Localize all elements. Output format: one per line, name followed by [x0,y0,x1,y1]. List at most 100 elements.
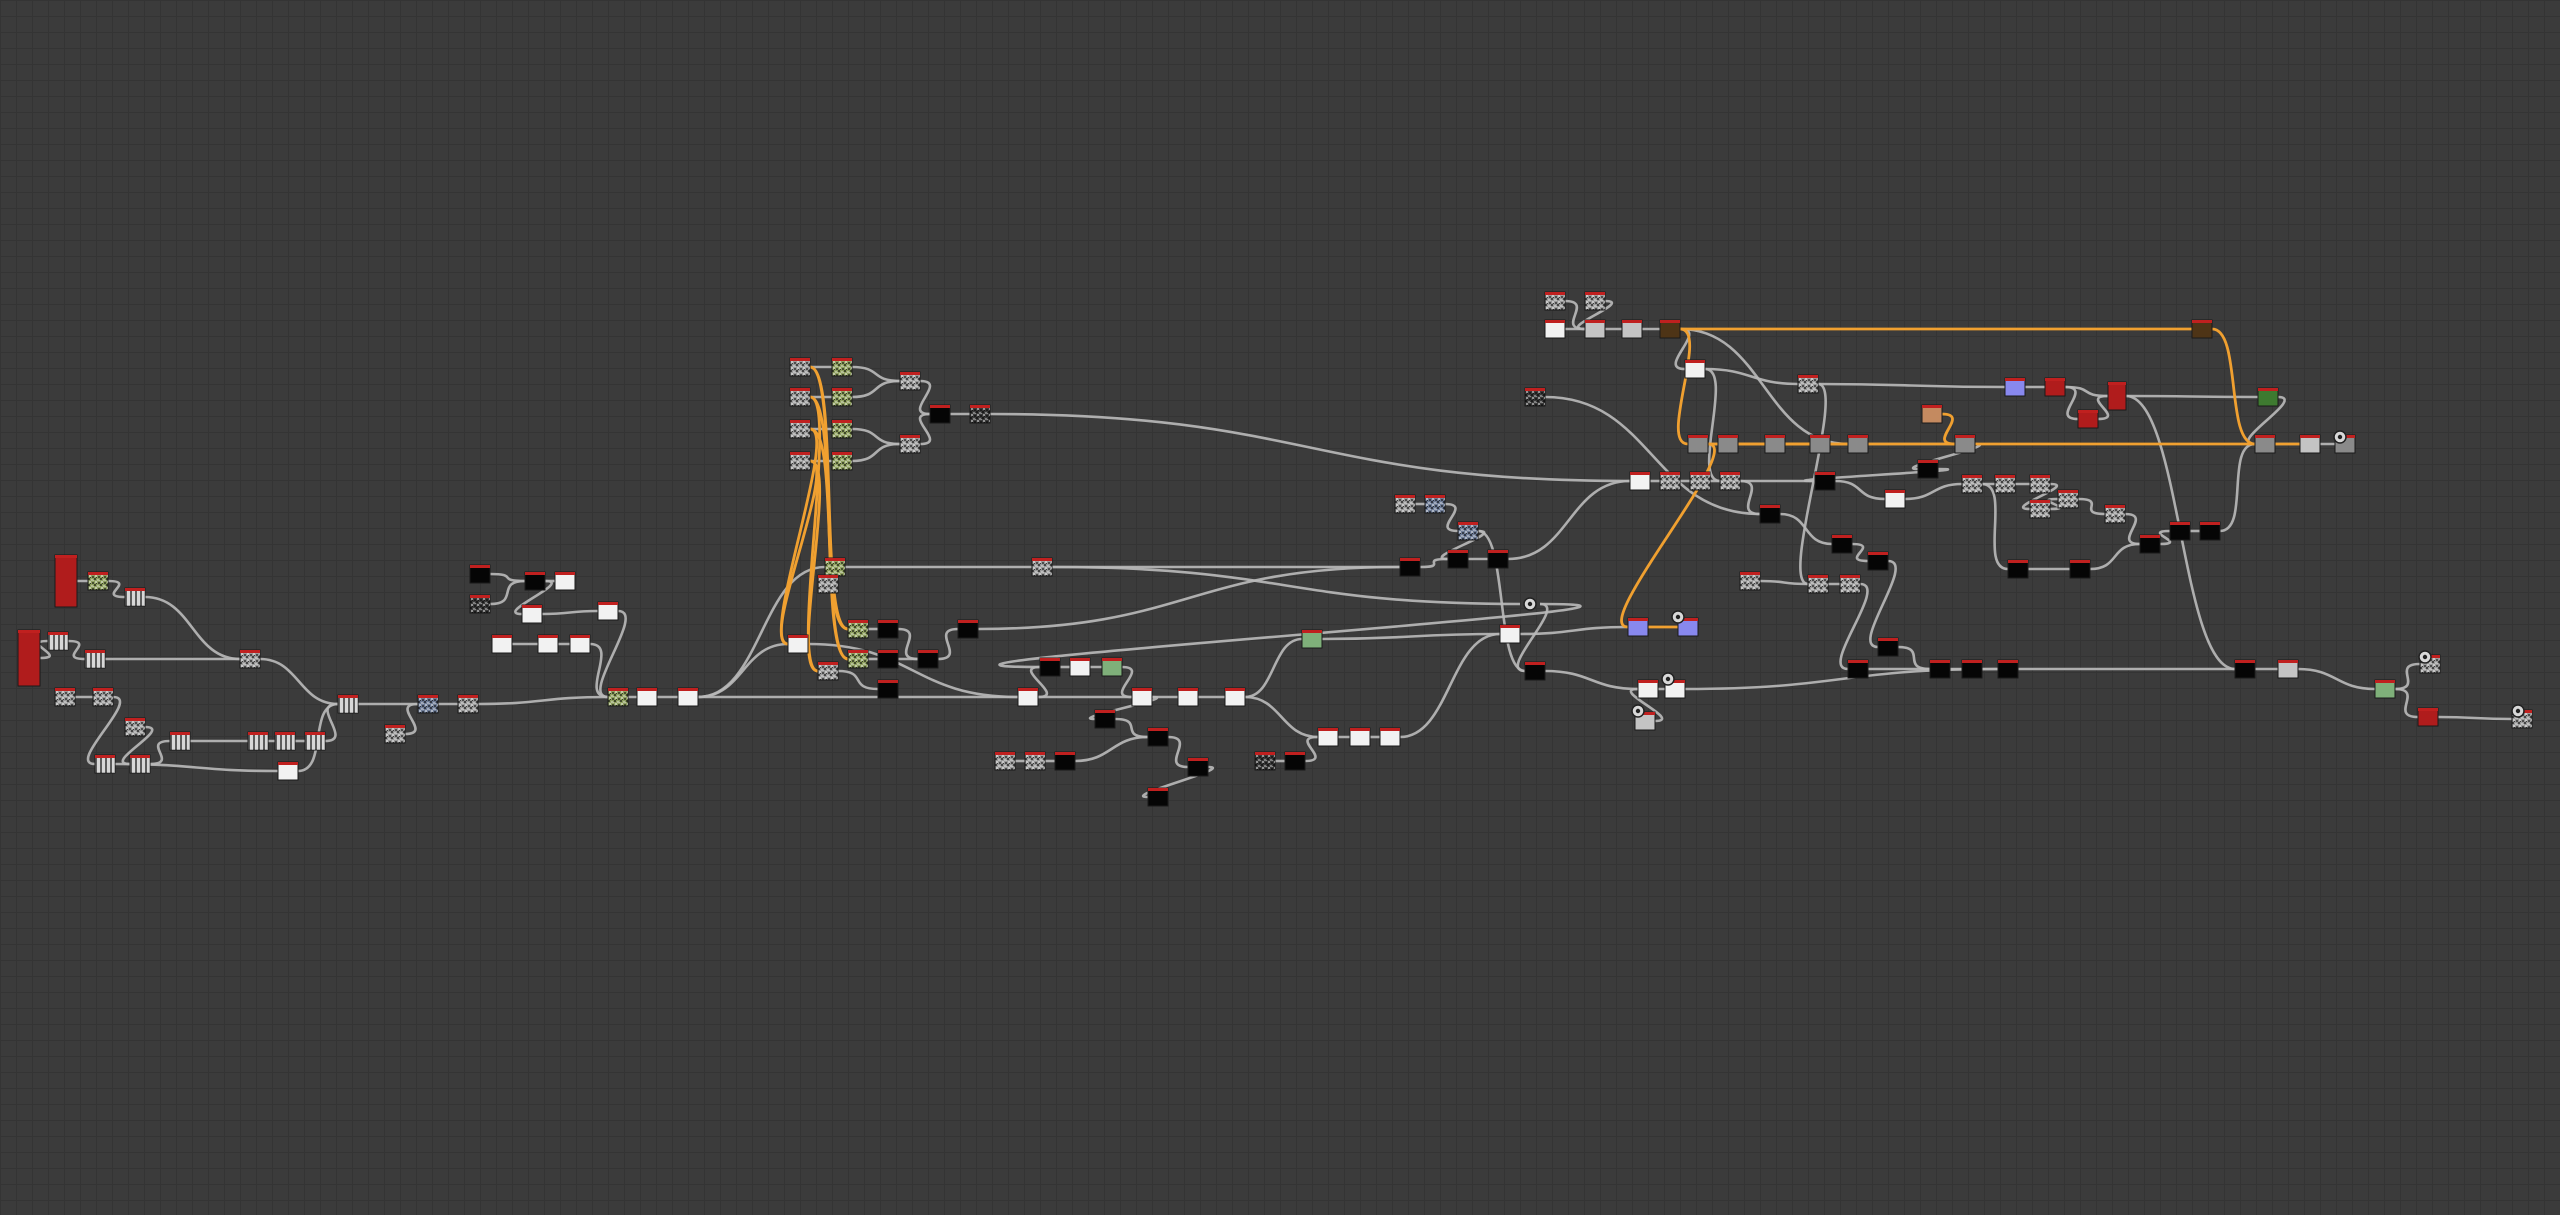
graph-node-black[interactable] [1997,659,2019,679]
graph-node-black[interactable] [917,649,939,669]
graph-node-olive[interactable] [831,419,853,439]
graph-node-brown[interactable] [2191,319,2213,339]
graph-node-black[interactable] [2199,521,2221,541]
graph-node-purple[interactable] [1677,617,1699,637]
graph-node-light-gray[interactable] [1621,319,1643,339]
graph-node-tan[interactable] [1921,404,1943,424]
graph-node-gray[interactable] [1954,434,1976,454]
graph-node-noise[interactable] [457,694,479,714]
graph-node-noise[interactable] [2104,504,2126,524]
graph-node-white[interactable] [677,687,699,707]
graph-node-noise[interactable] [1584,291,1606,311]
graph-node-green[interactable] [2257,387,2279,407]
graph-node-white[interactable] [537,634,559,654]
graph-node-gradient[interactable] [304,731,326,751]
graph-node-black[interactable] [1524,661,1546,681]
graph-node-black[interactable] [2069,559,2091,579]
graph-node-brown[interactable] [1659,319,1681,339]
graph-node-dot[interactable] [1661,672,1675,686]
graph-node-light-gray[interactable] [2299,434,2321,454]
graph-node-white[interactable] [569,634,591,654]
graph-node-gradient[interactable] [337,694,359,714]
graph-node-noise[interactable] [899,434,921,454]
graph-node-noise[interactable] [789,451,811,471]
graph-node-black[interactable] [1867,551,1889,571]
graph-node-gradient[interactable] [274,731,296,751]
graph-node-olive[interactable] [824,557,846,577]
graph-node-black[interactable] [1147,787,1169,807]
graph-node-white[interactable] [1224,687,1246,707]
graph-node-gradient[interactable] [94,754,116,774]
graph-node-noise[interactable] [239,649,261,669]
graph-node-gray[interactable] [1687,434,1709,454]
graph-node-white[interactable] [1629,471,1651,491]
graph-node-light-gray[interactable] [2277,659,2299,679]
graph-node-white[interactable] [597,601,619,621]
graph-node-black[interactable] [1187,757,1209,777]
graph-node-white[interactable] [1317,727,1339,747]
graph-node-black[interactable] [1399,557,1421,577]
graph-node-noise[interactable] [1689,471,1711,491]
graph-node-black[interactable] [1759,504,1781,524]
graph-node-black[interactable] [469,564,491,584]
graph-node-black[interactable] [877,679,899,699]
graph-node-white[interactable] [1349,727,1371,747]
graph-node-dot[interactable] [1671,610,1685,624]
graph-node-white[interactable] [1499,624,1521,644]
graph-node-gray[interactable] [1717,434,1739,454]
graph-node-white[interactable] [491,634,513,654]
graph-node-light-gray[interactable] [1584,319,1606,339]
graph-node-noise[interactable] [1839,574,1861,594]
graph-node-gradient[interactable] [84,649,106,669]
graph-node-light-green[interactable] [2374,679,2396,699]
graph-node-white[interactable] [1684,359,1706,379]
graph-node-black[interactable] [929,404,951,424]
graph-node-black[interactable] [2139,534,2161,554]
graph-node-black[interactable] [1147,727,1169,747]
graph-node-red[interactable] [2417,707,2439,727]
graph-node-white[interactable] [554,571,576,591]
graph-node-dot[interactable] [2333,430,2347,444]
graph-node-black[interactable] [1447,549,1469,569]
graph-node-black[interactable] [1094,709,1116,729]
graph-node-black[interactable] [2234,659,2256,679]
graph-node-red[interactable] [2107,381,2127,411]
graph-node-black[interactable] [1814,471,1836,491]
graph-node-white[interactable] [1017,687,1039,707]
graph-node-white[interactable] [1177,687,1199,707]
graph-node-noise[interactable] [2029,499,2051,519]
graph-node-blue-gray[interactable] [417,694,439,714]
graph-node-black[interactable] [877,649,899,669]
graph-node-black[interactable] [1831,534,1853,554]
graph-node-gray[interactable] [1847,434,1869,454]
graph-node-noise[interactable] [817,661,839,681]
graph-node-red[interactable] [54,554,78,608]
graph-node-black[interactable] [1847,659,1869,679]
graph-node-white[interactable] [1379,727,1401,747]
graph-node-dot[interactable] [2511,704,2525,718]
graph-node-black[interactable] [1039,657,1061,677]
graph-node-olive[interactable] [607,687,629,707]
graph-node-black[interactable] [877,619,899,639]
graph-node-gradient[interactable] [47,631,69,651]
graph-node-black[interactable] [1929,659,1951,679]
graph-node-white[interactable] [1069,657,1091,677]
graph-node-white[interactable] [1131,687,1153,707]
graph-node-blue-gray[interactable] [1457,521,1479,541]
graph-node-noise[interactable] [2029,474,2051,494]
graph-node-purple[interactable] [1627,617,1649,637]
graph-node-black[interactable] [1877,637,1899,657]
graph-node-white[interactable] [277,761,299,781]
graph-node-noise-dark[interactable] [969,404,991,424]
graph-node-gradient[interactable] [247,731,269,751]
graph-node-noise[interactable] [1739,571,1761,591]
graph-node-black[interactable] [1487,549,1509,569]
graph-node-noise[interactable] [1961,474,1983,494]
graph-node-noise[interactable] [54,687,76,707]
graph-node-olive[interactable] [847,649,869,669]
graph-node-black[interactable] [1054,751,1076,771]
graph-node-noise[interactable] [1797,374,1819,394]
graph-node-white[interactable] [636,687,658,707]
graph-node-noise[interactable] [1031,557,1053,577]
graph-node-black[interactable] [1284,751,1306,771]
